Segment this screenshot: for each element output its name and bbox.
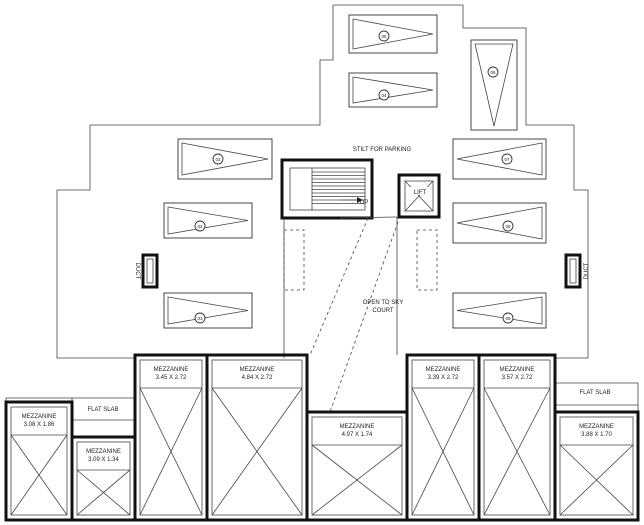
parking-stall-number: 08 (505, 224, 511, 229)
mezzanine-size: 3.09 X 1.34 (88, 457, 119, 463)
parking-stall-number: 01 (197, 316, 203, 321)
parking-stall-number: 03 (215, 157, 221, 162)
parking-stall-number: 02 (197, 224, 203, 229)
parking-stall: 09 (452, 292, 547, 329)
duct-right-label: DUCT (584, 262, 590, 279)
mezzanine-room: MEZZANINE 4.97 X 1.74 (305, 410, 409, 522)
parking-stall-number: 07 (504, 157, 510, 162)
mezzanine-room: MEZZANINE 3.08 X 1.86 (4, 400, 74, 522)
mezzanine-size: 4.84 X 2.72 (242, 375, 273, 381)
mezzanine-label: MEZZANINE (22, 414, 57, 420)
stilt-label: STILT FOR PARKING (353, 147, 412, 153)
mezzanine-room: MEZZANINE 3.88 X 1.70 (553, 410, 640, 522)
mezzanine-room: MEZZANINE 3.39 X 2.72 (405, 353, 481, 522)
lift-label: LIFT (414, 190, 427, 196)
parking-stall: 02 (163, 202, 253, 239)
parking-stall-number: 06 (490, 70, 496, 75)
mezzanine-label: MEZZANINE (154, 367, 189, 373)
parking-stall-number: 09 (505, 316, 511, 321)
staircase: UP (280, 158, 374, 220)
stair-label: UP (360, 200, 368, 206)
parking-stall-number: 05 (381, 34, 387, 39)
mezzanine-label: MEZZANINE (240, 367, 275, 373)
mezzanine-label: MEZZANINE (500, 367, 535, 373)
lift: LIFT (397, 173, 441, 219)
flat-slab-label-right: FLAT SLAB (579, 390, 610, 396)
parking-stall: 08 (452, 202, 547, 244)
flat-slab-label-left: FLAT SLAB (87, 407, 118, 413)
parking-stall: 05 (348, 14, 438, 54)
duct-left-label: DUCT (134, 263, 140, 280)
court-label-line2: COURT (372, 308, 394, 314)
mezzanine-room: MEZZANINE 4.84 X 2.72 (205, 353, 309, 522)
mezzanine-size: 3.88 X 1.70 (581, 432, 612, 438)
mezzanine-size: 3.45 X 2.72 (156, 375, 187, 381)
mezzanine-room: MEZZANINE 3.57 X 2.72 (477, 353, 557, 522)
duct-left: DUCT (134, 253, 159, 289)
mezzanine-size: 3.57 X 2.72 (502, 375, 533, 381)
site-boundary (5, 4, 639, 521)
parking-stall: 07 (452, 138, 547, 180)
mezzanine-room: MEZZANINE 3.09 X 1.34 (70, 435, 137, 522)
mezzanine-size: 3.08 X 1.86 (24, 422, 55, 428)
mezzanine-label: MEZZANINE (579, 424, 614, 430)
mezzanine-size: 4.97 X 1.74 (342, 432, 373, 438)
parking-stall: 01 (163, 292, 253, 329)
parking-stall: 06 (470, 39, 518, 131)
mezzanine-label: MEZZANINE (86, 449, 121, 455)
parking-stall-number: 04 (381, 93, 387, 98)
duct-right: DUCT (564, 253, 590, 289)
mezzanine-size: 3.39 X 2.72 (428, 375, 459, 381)
mezzanine-room: MEZZANINE 3.45 X 2.72 (133, 353, 209, 522)
mezzanine-label: MEZZANINE (426, 367, 461, 373)
parking-stall: 03 (177, 138, 273, 180)
mezzanine-label: MEZZANINE (340, 424, 375, 430)
parking-stall: 04 (348, 72, 438, 108)
court-label-line1: OPEN TO SKY (363, 300, 403, 306)
